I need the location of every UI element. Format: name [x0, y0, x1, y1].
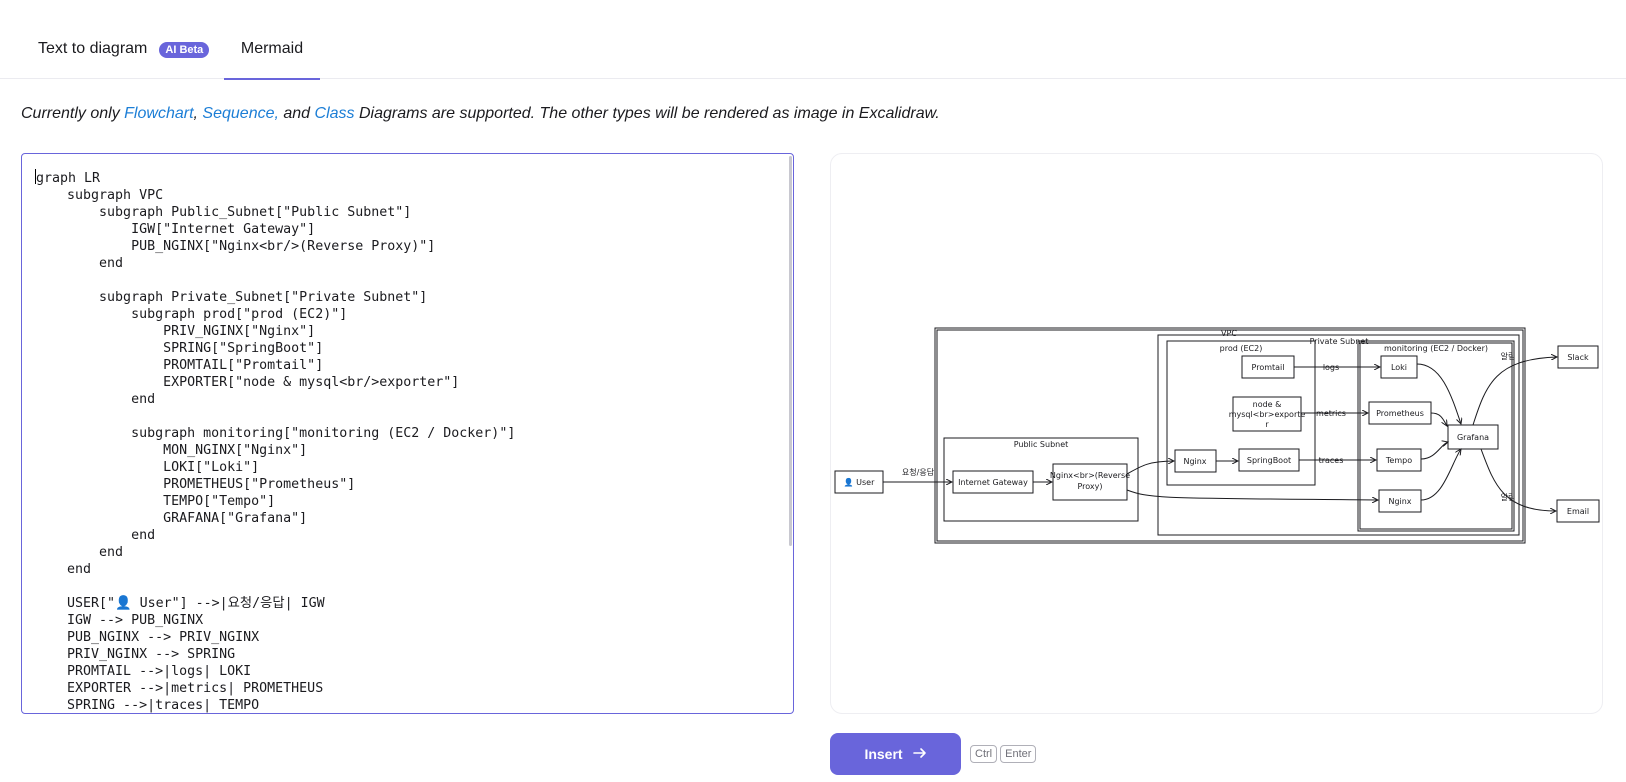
edge-monnginx-grafana	[1420, 449, 1461, 501]
node-exporter-label-2: mysql<br>exporte	[1229, 410, 1306, 419]
class-link[interactable]: Class	[314, 105, 355, 122]
node-loki-label: Loki	[1391, 363, 1407, 372]
node-springboot-label: SpringBoot	[1247, 456, 1291, 465]
edge-grafana-email	[1480, 448, 1556, 511]
tab-text-to-diagram-label: Text to diagram	[38, 40, 148, 57]
flowchart-link[interactable]: Flowchart	[124, 105, 194, 122]
vpc-label: VPC	[1221, 329, 1237, 338]
key-ctrl: Ctrl	[970, 745, 998, 763]
public-subnet-container	[943, 437, 1139, 522]
key-enter: Enter	[1000, 745, 1037, 763]
node-public-nginx	[1052, 463, 1128, 501]
edge-metrics-label: metrics	[1316, 409, 1346, 418]
edge-prometheus-grafana	[1430, 412, 1447, 426]
edge-pubnginx-monnginx	[1126, 489, 1378, 500]
edge-user-label: 요청/응답	[902, 467, 935, 477]
edge-grafana-slack	[1472, 357, 1557, 426]
tab-mermaid-label: Mermaid	[240, 40, 304, 57]
arrow-right-icon	[912, 746, 927, 762]
public-subnet-label: Public Subnet	[1014, 440, 1069, 449]
private-subnet-container	[1157, 334, 1520, 536]
node-email-label: Email	[1567, 507, 1589, 516]
supported-types-notice: Currently only Flowchart, Sequence, and …	[21, 105, 940, 123]
edge-traces-label: traces	[1319, 456, 1344, 465]
edge-alert-label-2: 알림	[1501, 492, 1516, 502]
code-body: subgraph VPC subgraph Public_Subnet["Pub…	[67, 188, 516, 713]
notice-suffix: Diagrams are supported. The other types …	[354, 105, 940, 122]
node-private-nginx-label: Nginx	[1183, 457, 1206, 466]
monitoring-container-inner	[1359, 342, 1513, 530]
node-internet-gateway-label: Internet Gateway	[958, 478, 1028, 487]
tab-text-to-diagram[interactable]: Text to diagram AI Beta	[38, 40, 210, 78]
edge-loki-grafana	[1416, 363, 1461, 424]
mermaid-code[interactable]: graph LR subgraph VPC subgraph Public_Su…	[35, 169, 516, 713]
notice-prefix: Currently only	[21, 105, 125, 122]
prod-label: prod (EC2)	[1220, 344, 1263, 353]
node-public-nginx-label-2: Proxy)	[1077, 482, 1102, 491]
tab-mermaid[interactable]: Mermaid	[224, 40, 320, 80]
node-exporter	[1232, 396, 1302, 432]
vpc-container	[934, 327, 1526, 544]
code-first-line: raph LR	[44, 171, 101, 186]
monitoring-label: monitoring (EC2 / Docker)	[1384, 344, 1488, 353]
edge-tempo-grafana	[1420, 442, 1448, 460]
edge-pubnginx-privnginx	[1126, 461, 1174, 475]
insert-button-label: Insert	[864, 746, 903, 762]
notice-comma: ,	[193, 105, 198, 122]
sequence-link[interactable]: Sequence,	[202, 105, 279, 122]
node-exporter-label-3: r	[1265, 420, 1269, 429]
vpc-container-inner	[936, 329, 1524, 542]
edge-logs-label: logs	[1323, 363, 1339, 372]
private-subnet-label: Private Subnet	[1310, 337, 1369, 346]
node-prometheus-label: Prometheus	[1376, 409, 1424, 418]
code-first-char: g	[36, 171, 45, 186]
tab-bar: Text to diagram AI Beta Mermaid	[0, 0, 1626, 80]
preview-diagram: VPC Private Subnet prod (EC2) monitoring…	[834, 327, 1600, 544]
monitoring-container	[1357, 340, 1515, 532]
node-loki	[1380, 355, 1418, 379]
diagram-preview[interactable]: VPC Private Subnet prod (EC2) monitoring…	[830, 153, 1603, 714]
insert-button[interactable]: Insert	[830, 733, 961, 775]
node-grafana-label: Grafana	[1457, 433, 1489, 442]
mermaid-code-editor[interactable]: graph LR subgraph VPC subgraph Public_Su…	[21, 153, 794, 714]
editor-scrollbar-thumb[interactable]	[789, 156, 792, 546]
node-tempo	[1376, 448, 1422, 472]
editor-scrollbar[interactable]	[787, 154, 793, 713]
ai-beta-badge: AI Beta	[159, 42, 210, 58]
text-caret	[35, 169, 36, 184]
node-monitoring-nginx-label: Nginx	[1388, 497, 1411, 506]
edge-alert-label-1: 알림	[1501, 351, 1516, 361]
notice-and: and	[278, 105, 315, 122]
node-user-label: 👤 User	[844, 477, 875, 487]
node-exporter-label-1: node &	[1253, 400, 1282, 409]
node-promtail-label: Promtail	[1252, 363, 1285, 372]
node-tempo-label: Tempo	[1385, 456, 1412, 465]
keyboard-shortcut-hint: Ctrl Enter	[970, 745, 1037, 763]
node-slack-label: Slack	[1567, 353, 1589, 362]
node-public-nginx-label-1: Nginx<br>(Reverse	[1050, 471, 1130, 480]
